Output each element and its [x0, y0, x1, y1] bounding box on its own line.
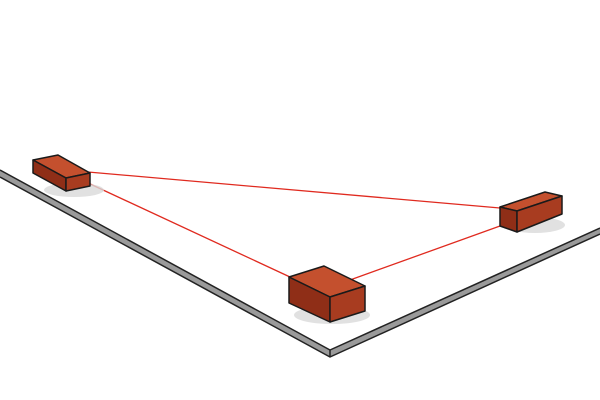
string-line-left-to-bottom: [87, 182, 291, 278]
brick-side-face: [516, 195, 563, 233]
brick-side-face: [329, 285, 366, 323]
brick-bottom: [288, 265, 370, 324]
brick-right: [499, 191, 565, 233]
string-line-bottom-to-right: [349, 225, 501, 281]
ground-slab: [0, 169, 600, 358]
slab-top-edge: [0, 169, 600, 351]
brick-left: [32, 154, 104, 197]
string-line-left-to-right: [87, 171, 501, 209]
brick-side-face: [65, 172, 91, 192]
brick-front-face: [499, 206, 518, 233]
string-lines: [87, 171, 501, 281]
slab-edge-thickness: [0, 170, 600, 357]
